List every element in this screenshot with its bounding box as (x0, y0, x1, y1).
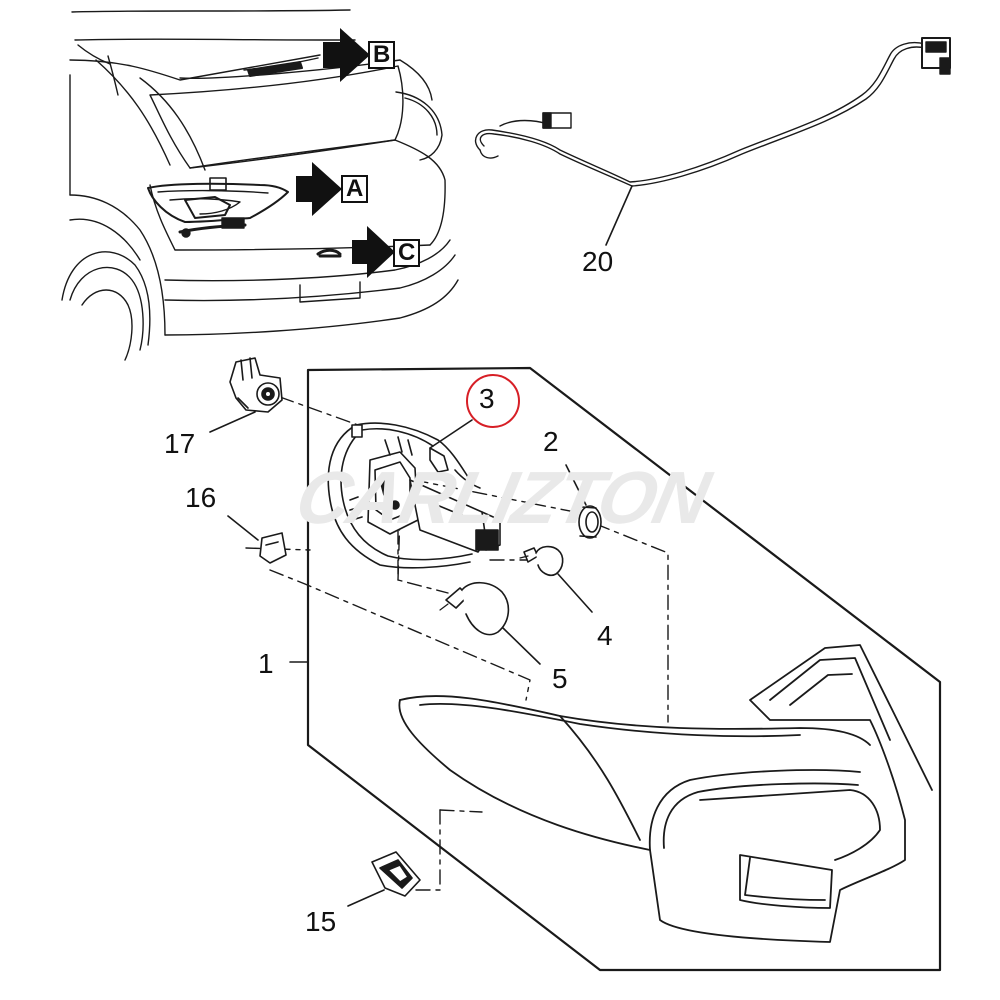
callout-5: 5 (552, 663, 568, 694)
bulb-icon (439, 581, 510, 636)
grommet-icon (578, 505, 602, 539)
callout-16: 16 (185, 482, 217, 513)
view-label-a: A (341, 175, 369, 203)
callout-3: 3 (479, 383, 495, 414)
arrow-right-icon (352, 226, 395, 278)
view-label-c: C (393, 239, 421, 267)
callout-20: 20 (582, 246, 614, 277)
tail-lamp-housing (398, 644, 933, 943)
connector-icon (229, 357, 283, 413)
callout-2: 2 (543, 426, 559, 457)
bulb-holder-assembly (327, 422, 501, 569)
arrow-right-icon (296, 162, 342, 216)
arrow-right-icon (323, 28, 370, 82)
callout-4: 4 (597, 620, 613, 651)
callout-15: 15 (305, 906, 337, 937)
clip-icon (259, 532, 287, 564)
car-rear-illustration (61, 9, 459, 361)
watermark: CARLIZTON (289, 456, 715, 539)
view-label-b: B (368, 41, 396, 69)
wiring-harness-icon (474, 37, 951, 246)
highlight-circle (466, 374, 520, 428)
bulb-icon (519, 545, 564, 577)
view-arrows (296, 28, 395, 278)
callout-1: 1 (258, 648, 274, 679)
callout-17: 17 (164, 428, 196, 459)
dashed-leaders (245, 396, 669, 891)
clip-icon (371, 851, 421, 897)
assembly-outline (289, 366, 942, 972)
